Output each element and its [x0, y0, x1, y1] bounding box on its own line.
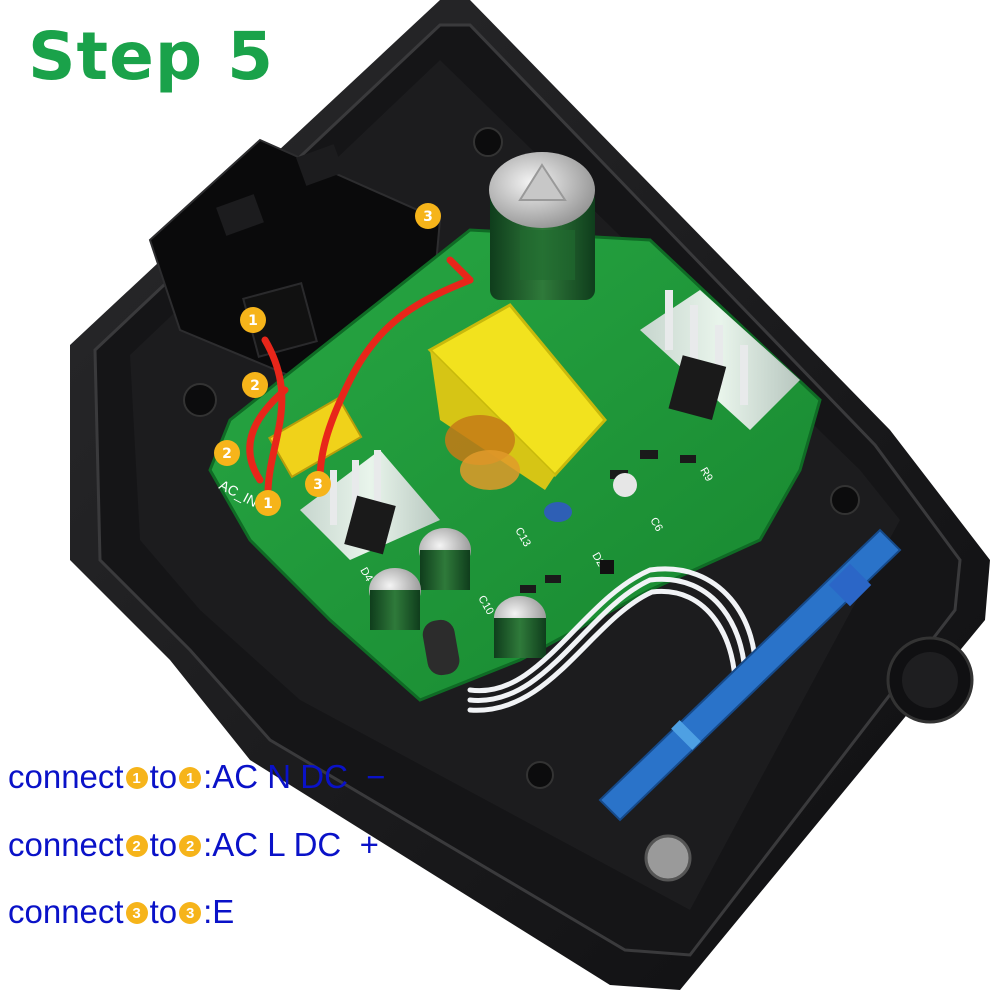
marker-number: 1	[248, 313, 258, 329]
control-knob	[644, 636, 974, 882]
instruction-text: :AC N DC −	[203, 758, 386, 795]
marker-number: 3	[423, 209, 433, 225]
red-wires	[246, 256, 474, 494]
heatsink-right	[640, 290, 800, 430]
number-badge: 3	[125, 902, 148, 924]
main-capacitor	[489, 152, 595, 300]
marker-1-bottom: 1	[255, 490, 281, 516]
marker-2-bottom: 2	[214, 440, 240, 466]
marker-3-top: 3	[415, 203, 441, 229]
step-title: Step 5	[28, 18, 274, 95]
number-badge: 1	[125, 767, 148, 789]
instruction-text: connect	[8, 758, 124, 795]
screw-post	[473, 127, 503, 157]
screw-post	[183, 383, 217, 417]
instruction-text: to	[149, 826, 178, 863]
marker-number: 2	[222, 446, 232, 462]
instruction-text: :AC L DC +	[203, 826, 379, 863]
marker-number: 2	[250, 378, 260, 394]
instruction-text: :E	[203, 893, 235, 930]
jack-socket	[644, 834, 692, 882]
instruction-text: to	[149, 758, 178, 795]
heatsink-left	[300, 450, 440, 560]
instruction-text: connect	[8, 826, 124, 863]
screw-post	[830, 485, 860, 515]
marker-2-top: 2	[242, 372, 268, 398]
transformer	[427, 303, 607, 490]
marker-1-top: 1	[240, 307, 266, 333]
number-badge: 2	[125, 835, 148, 857]
ribbon-cable	[467, 566, 758, 713]
screw-post	[526, 761, 554, 789]
control-board	[598, 528, 902, 822]
number-badge: 1	[179, 767, 202, 789]
instruction-text: to	[149, 893, 178, 930]
instruction-text: connect	[8, 893, 124, 930]
marker-3-bottom: 3	[305, 471, 331, 497]
number-badge: 3	[179, 902, 202, 924]
x-capacitor	[267, 396, 363, 479]
marker-number: 3	[313, 477, 323, 493]
small-capacitors	[369, 473, 637, 676]
number-badge: 2	[179, 835, 202, 857]
marker-number: 1	[263, 496, 273, 512]
